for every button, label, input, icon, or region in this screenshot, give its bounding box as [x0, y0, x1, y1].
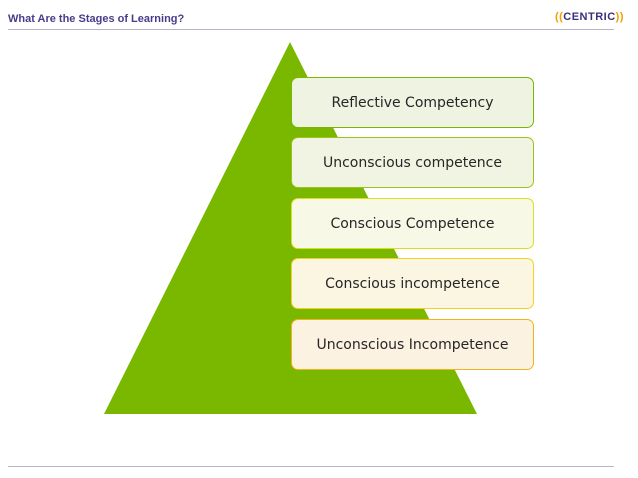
logo-bracket-left: (( [554, 11, 564, 23]
stage-box-conscious-incompetence: Conscious incompetence [291, 258, 534, 309]
stage-box-conscious-competence: Conscious Competence [291, 198, 534, 249]
logo-word: CENTRIC [563, 11, 616, 23]
footer-divider [8, 466, 614, 467]
header-divider [8, 29, 614, 30]
logo-bracket-right: )) [615, 11, 624, 23]
stage-box-unconscious-competence: Unconscious competence [291, 137, 534, 188]
stage-box-reflective-competency: Reflective Competency [291, 77, 534, 128]
stage-box-unconscious-incompetence: Unconscious Incompetence [291, 319, 534, 370]
centric-logo: ((CENTRIC)) [555, 11, 624, 23]
slide-title: What Are the Stages of Learning? [8, 13, 185, 25]
